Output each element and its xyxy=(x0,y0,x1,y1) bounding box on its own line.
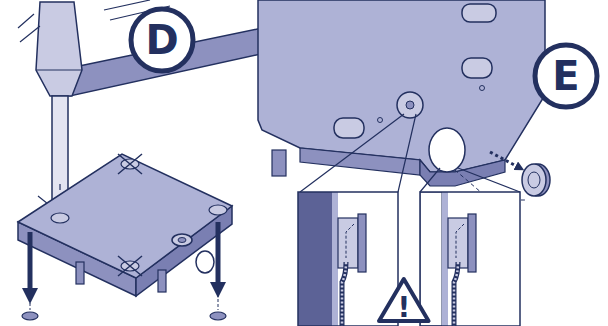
circle-outline xyxy=(131,9,193,71)
leader-lines xyxy=(300,114,416,192)
detail-left xyxy=(298,192,398,326)
hammer xyxy=(18,0,270,96)
mounting-plate xyxy=(18,154,232,296)
plate-closeup xyxy=(272,150,286,176)
step-circle: D xyxy=(128,6,196,74)
mounting-plate xyxy=(209,205,227,215)
plate-closeup xyxy=(528,172,540,188)
detail-left-frame xyxy=(298,192,398,326)
detail-right xyxy=(420,192,520,326)
detail-right xyxy=(456,224,464,258)
mounting-plate xyxy=(172,234,192,246)
circle-outline xyxy=(535,45,597,107)
detail-right xyxy=(442,192,448,326)
plate-closeup xyxy=(522,164,546,196)
plate-closeup xyxy=(462,4,496,22)
mounting-plate xyxy=(158,270,166,292)
detail-left xyxy=(358,214,366,272)
triangle-outline xyxy=(379,279,429,321)
detail-left xyxy=(342,262,346,326)
plate-closeup xyxy=(397,92,423,118)
detail-right xyxy=(420,192,520,326)
warning-triangle: ! xyxy=(376,276,432,324)
mounting-plate xyxy=(76,262,84,284)
mounting-plate xyxy=(118,154,142,174)
pin-arrows xyxy=(30,298,31,310)
plate-closeup xyxy=(334,118,364,138)
mounting-plate xyxy=(196,251,214,273)
detail-left xyxy=(342,262,346,326)
step-circle: E xyxy=(532,42,600,110)
detail-right xyxy=(448,218,468,268)
hammer xyxy=(36,2,82,96)
detail-left xyxy=(346,224,354,258)
detail-right xyxy=(420,192,442,326)
plate-closeup xyxy=(429,128,465,172)
detail-left xyxy=(332,192,338,326)
leader-lines xyxy=(420,168,520,192)
plate-closeup xyxy=(300,148,420,175)
detail-left xyxy=(298,192,332,326)
mounting-plate xyxy=(178,238,186,243)
warning-mark: ! xyxy=(398,294,411,322)
pin-arrows xyxy=(216,222,221,290)
plate-closeup xyxy=(258,0,545,172)
detail-right xyxy=(454,262,458,326)
plate-closeup xyxy=(490,152,520,168)
pin-arrows xyxy=(22,222,226,320)
detail-left xyxy=(298,192,398,326)
plate-closeup xyxy=(480,86,485,91)
detail-left xyxy=(338,218,358,268)
step-letter: D xyxy=(145,20,178,60)
detail-right xyxy=(454,262,458,326)
plate-closeup xyxy=(378,118,383,123)
mounting-plate xyxy=(51,213,69,223)
hammer xyxy=(36,70,82,71)
pin-arrows xyxy=(28,232,33,296)
leader-lines xyxy=(300,114,520,192)
mounting-plate xyxy=(118,256,142,276)
detail-right-frame xyxy=(420,192,520,326)
plate-closeup xyxy=(406,101,414,109)
plate-closeup xyxy=(258,0,550,200)
mounting-plate xyxy=(18,154,232,278)
pin-arrows xyxy=(218,294,219,310)
pin-arrows xyxy=(210,312,226,320)
detail-right xyxy=(468,214,476,272)
plate-closeup xyxy=(462,58,492,78)
step-letter: E xyxy=(552,56,579,96)
pin-arrows xyxy=(22,312,38,320)
